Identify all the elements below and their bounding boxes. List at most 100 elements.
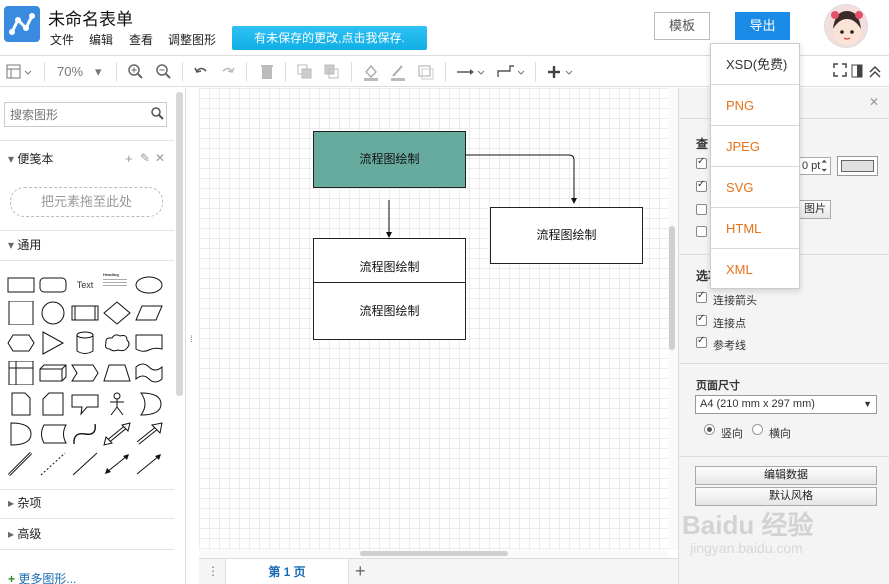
user-avatar[interactable] [824, 4, 868, 48]
tape-shape[interactable] [135, 361, 163, 385]
insert-plus-icon[interactable] [547, 63, 577, 81]
menu-file[interactable]: 文件 [50, 33, 75, 47]
page-format-icon[interactable] [6, 63, 34, 81]
note-shape[interactable] [7, 392, 35, 416]
grid-checkbox[interactable] [696, 156, 707, 169]
advanced-header[interactable]: ▸ 高级 [8, 527, 42, 541]
fullscreen-icon[interactable] [833, 63, 847, 81]
link-shape[interactable] [7, 452, 35, 476]
cloud-shape[interactable] [103, 331, 131, 355]
export-jpeg[interactable]: JPEG [711, 126, 799, 167]
edit-data-button[interactable]: 编辑数据 [695, 466, 877, 485]
directional-connector-shape[interactable] [135, 452, 163, 476]
flowchart-node-selected[interactable]: 流程图绘制 [313, 131, 466, 188]
curve-shape[interactable] [71, 422, 99, 446]
landscape-radio[interactable] [752, 424, 763, 435]
ellipse-shape[interactable] [135, 273, 163, 297]
actor-shape[interactable] [103, 392, 131, 416]
text-shape[interactable]: Text [76, 280, 94, 290]
square-shape[interactable] [7, 301, 35, 325]
delete-icon[interactable] [260, 63, 274, 81]
page-view-checkbox[interactable] [696, 179, 707, 192]
internal-storage-shape[interactable] [7, 361, 35, 385]
sidebar-resize-handle[interactable]: ⁞ [190, 334, 193, 344]
edit-icon[interactable]: ✎ [140, 151, 151, 165]
circle-shape[interactable] [39, 301, 67, 325]
tab-page-1[interactable]: 第 1 页 [225, 559, 349, 584]
document-title[interactable]: 未命名表单 [48, 10, 133, 29]
sidebar-scrollbar[interactable] [176, 92, 183, 396]
search-input[interactable] [5, 103, 140, 126]
page-menu-icon[interactable]: ⋮ [207, 564, 219, 578]
undo-icon[interactable] [193, 63, 209, 81]
misc-header[interactable]: ▸ 杂项 [8, 496, 42, 510]
textbox-shape[interactable]: Heading [103, 273, 131, 297]
zoom-in-icon[interactable] [128, 63, 144, 81]
menu-view[interactable]: 查看 [129, 33, 154, 47]
process-shape[interactable] [71, 301, 99, 325]
background-checkbox[interactable] [696, 204, 707, 215]
cylinder-shape[interactable] [71, 331, 99, 355]
more-shapes-link[interactable]: + 更多图形... [8, 570, 76, 584]
card-shape[interactable] [39, 392, 67, 416]
document-shape[interactable] [135, 331, 163, 355]
flowchart-node[interactable]: 流程图绘制 [313, 238, 466, 284]
close-panel-icon[interactable]: ✕ [869, 95, 880, 109]
general-header[interactable]: ▾ 通用 [8, 238, 42, 252]
shadow-checkbox[interactable] [696, 226, 707, 237]
arrow-shape[interactable] [135, 422, 163, 446]
redo-icon[interactable] [220, 63, 236, 81]
guides-checkbox[interactable] [696, 335, 707, 348]
stored-data-shape[interactable] [39, 422, 67, 446]
to-front-icon[interactable] [297, 63, 313, 81]
shape-search-field[interactable] [4, 102, 167, 127]
export-button[interactable]: 导出 [735, 12, 790, 40]
export-png[interactable]: PNG [711, 85, 799, 126]
step-shape[interactable] [71, 361, 99, 385]
line-shape[interactable] [71, 452, 99, 476]
zoom-out-icon[interactable] [156, 63, 172, 81]
diamond-shape[interactable] [103, 301, 131, 325]
line-color-icon[interactable] [390, 63, 406, 81]
portrait-radio[interactable] [704, 424, 715, 435]
fill-color-icon[interactable] [363, 63, 379, 81]
parallelogram-shape[interactable] [135, 301, 163, 325]
zoom-level[interactable]: 70% [57, 64, 84, 79]
vertical-scroll-thumb[interactable] [669, 226, 675, 350]
format-panel-icon[interactable] [851, 63, 863, 81]
close-icon[interactable]: ✕ [155, 151, 166, 165]
shadow-icon[interactable] [418, 63, 434, 81]
page-size-select[interactable]: A4 (210 mm x 297 mm) ▼ [695, 395, 877, 414]
export-xml[interactable]: XML [726, 262, 753, 277]
scratchpad-drop-zone[interactable]: 把元素拖至此处 [10, 187, 163, 217]
export-xsd[interactable]: XSD(免费) [711, 44, 799, 85]
connection-arrow-icon[interactable] [456, 63, 486, 81]
or-shape[interactable] [135, 392, 163, 416]
flowchart-node[interactable]: 流程图绘制 [313, 282, 466, 340]
triangle-shape[interactable] [39, 331, 67, 355]
unsaved-changes-banner[interactable]: 有未保存的更改,点击我保存. [232, 26, 427, 50]
add-icon[interactable]: + [125, 151, 133, 166]
menu-edit[interactable]: 编辑 [89, 33, 114, 47]
default-style-button[interactable]: 默认风格 [695, 487, 877, 506]
diagram-canvas[interactable]: 流程图绘制 流程图绘制 流程图绘制 流程图绘制 [199, 88, 668, 550]
cube-shape[interactable] [39, 361, 67, 385]
export-svg[interactable]: SVG [711, 167, 799, 208]
rounded-rectangle-shape[interactable] [39, 273, 67, 297]
data-storage-shape[interactable] [7, 422, 35, 446]
connect-points-checkbox[interactable] [696, 313, 707, 326]
bidirectional-connector-shape[interactable] [103, 452, 131, 476]
stepper-icon[interactable]: ⏶⏷ [821, 157, 828, 175]
callout-shape[interactable] [71, 392, 99, 416]
rectangle-shape[interactable] [7, 273, 35, 297]
add-page-icon[interactable]: + [355, 561, 366, 581]
grid-color-button[interactable] [837, 156, 878, 176]
scratchpad-header[interactable]: ▾ 便笺本 [8, 152, 54, 166]
bidirectional-arrow-shape[interactable] [103, 422, 131, 446]
chevron-down-icon[interactable]: ▾ [95, 64, 102, 79]
hexagon-shape[interactable] [7, 331, 35, 355]
trapezoid-shape[interactable] [103, 361, 131, 385]
collapse-icon[interactable] [868, 63, 882, 81]
search-icon[interactable] [151, 107, 164, 124]
dashed-line-shape[interactable] [39, 452, 67, 476]
